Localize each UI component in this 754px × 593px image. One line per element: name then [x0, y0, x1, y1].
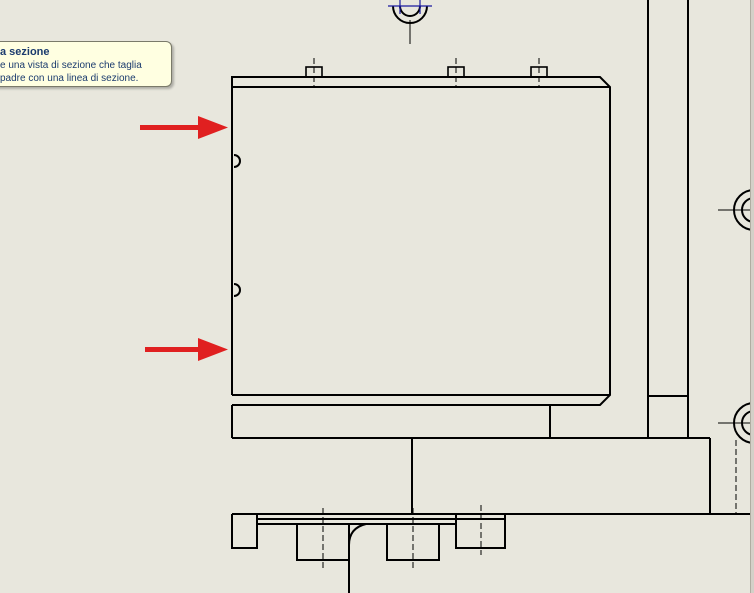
main-block [231, 76, 611, 406]
scrollbar-edge[interactable] [750, 0, 754, 593]
tooltip: a sezione e una vista di sezione che tag… [0, 41, 172, 87]
tooltip-line-1: e una vista di sezione che taglia [0, 60, 142, 71]
top-hole-symbol [392, 5, 428, 44]
right-column [647, 0, 689, 438]
tooltip-title: a sezione [0, 46, 50, 58]
top-pins [305, 66, 548, 78]
tooltip-line-2: padre con una linea di sezione. [0, 73, 139, 84]
base-plate [231, 405, 711, 514]
red-arrow-icon [140, 116, 228, 139]
bottom-assembly [231, 513, 754, 593]
red-arrow-icon [145, 338, 228, 361]
crosshair-icon [388, 0, 432, 14]
